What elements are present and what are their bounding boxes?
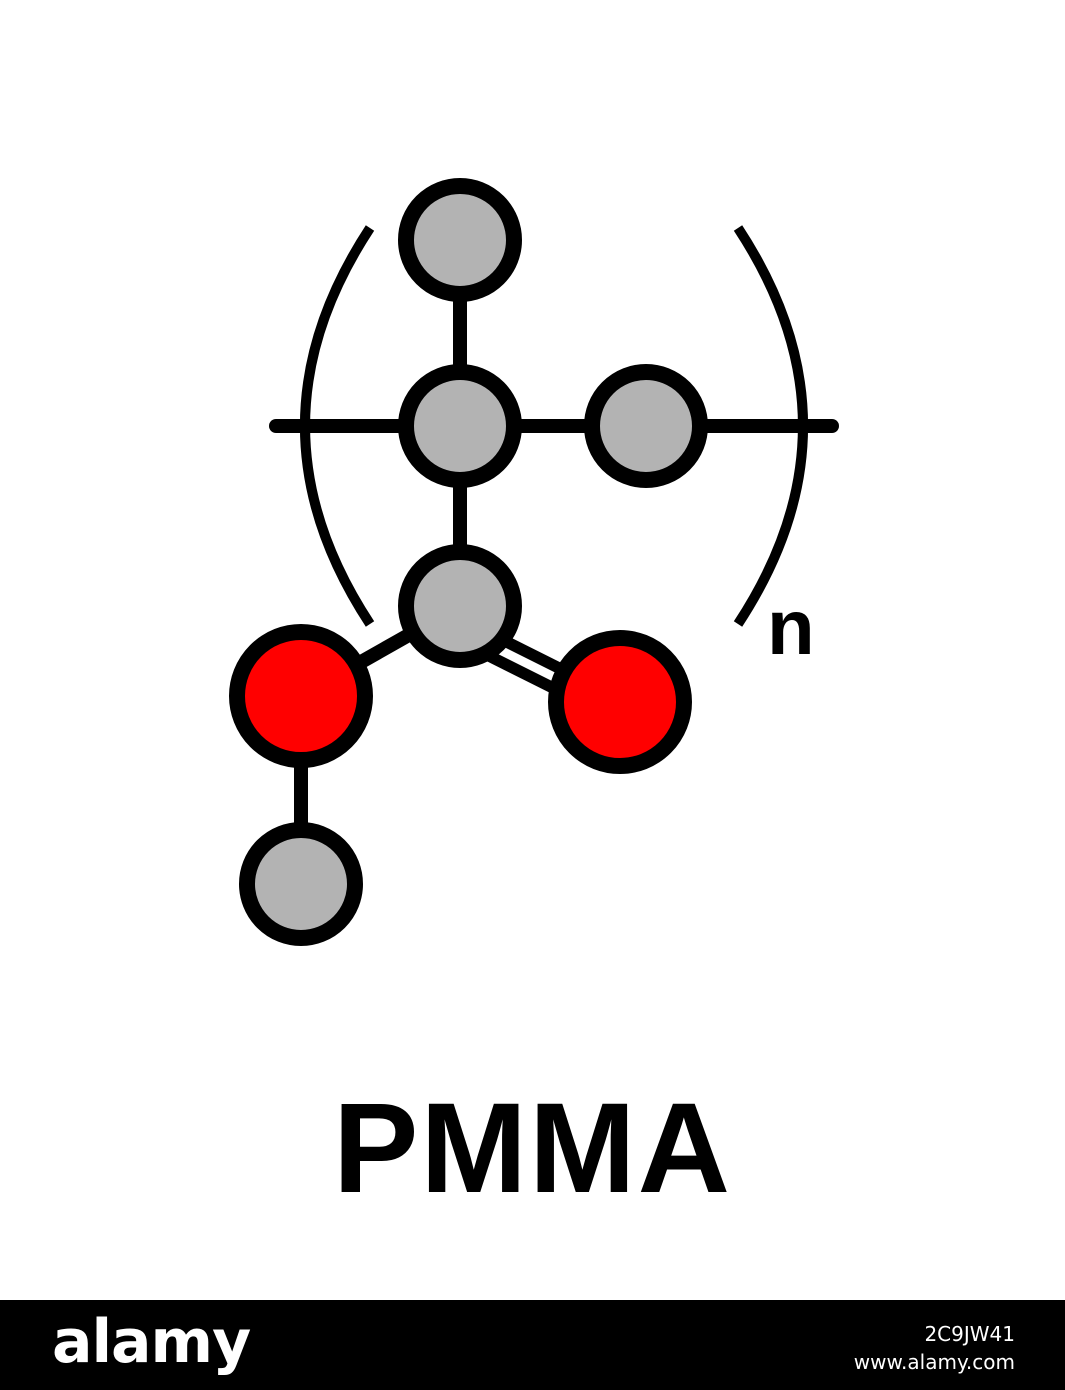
carbon-atom-methoxy	[239, 822, 363, 946]
image-id-label: 2C9JW41	[924, 1322, 1015, 1346]
oxygen-atom-carbonyl	[548, 630, 692, 774]
pmma-structure-diagram	[229, 178, 839, 946]
polymer-subscript-n: n	[767, 583, 815, 671]
carbon-atom-quaternary	[398, 364, 522, 488]
carbon-atom-methylene	[584, 364, 708, 488]
molecule-name-label: PMMA	[332, 1077, 733, 1220]
oxygen-atom-ester	[229, 624, 373, 768]
alamy-logo: alamy	[52, 1307, 251, 1377]
carbon-atom-methyl-top	[398, 178, 522, 302]
watermark-footer-bar: alamy 2C9JW41 www.alamy.com	[0, 1300, 1065, 1390]
site-url-label: www.alamy.com	[853, 1350, 1015, 1374]
footer-credit: 2C9JW41 www.alamy.com	[854, 1320, 1015, 1376]
carbon-atom-carbonyl	[398, 544, 522, 668]
